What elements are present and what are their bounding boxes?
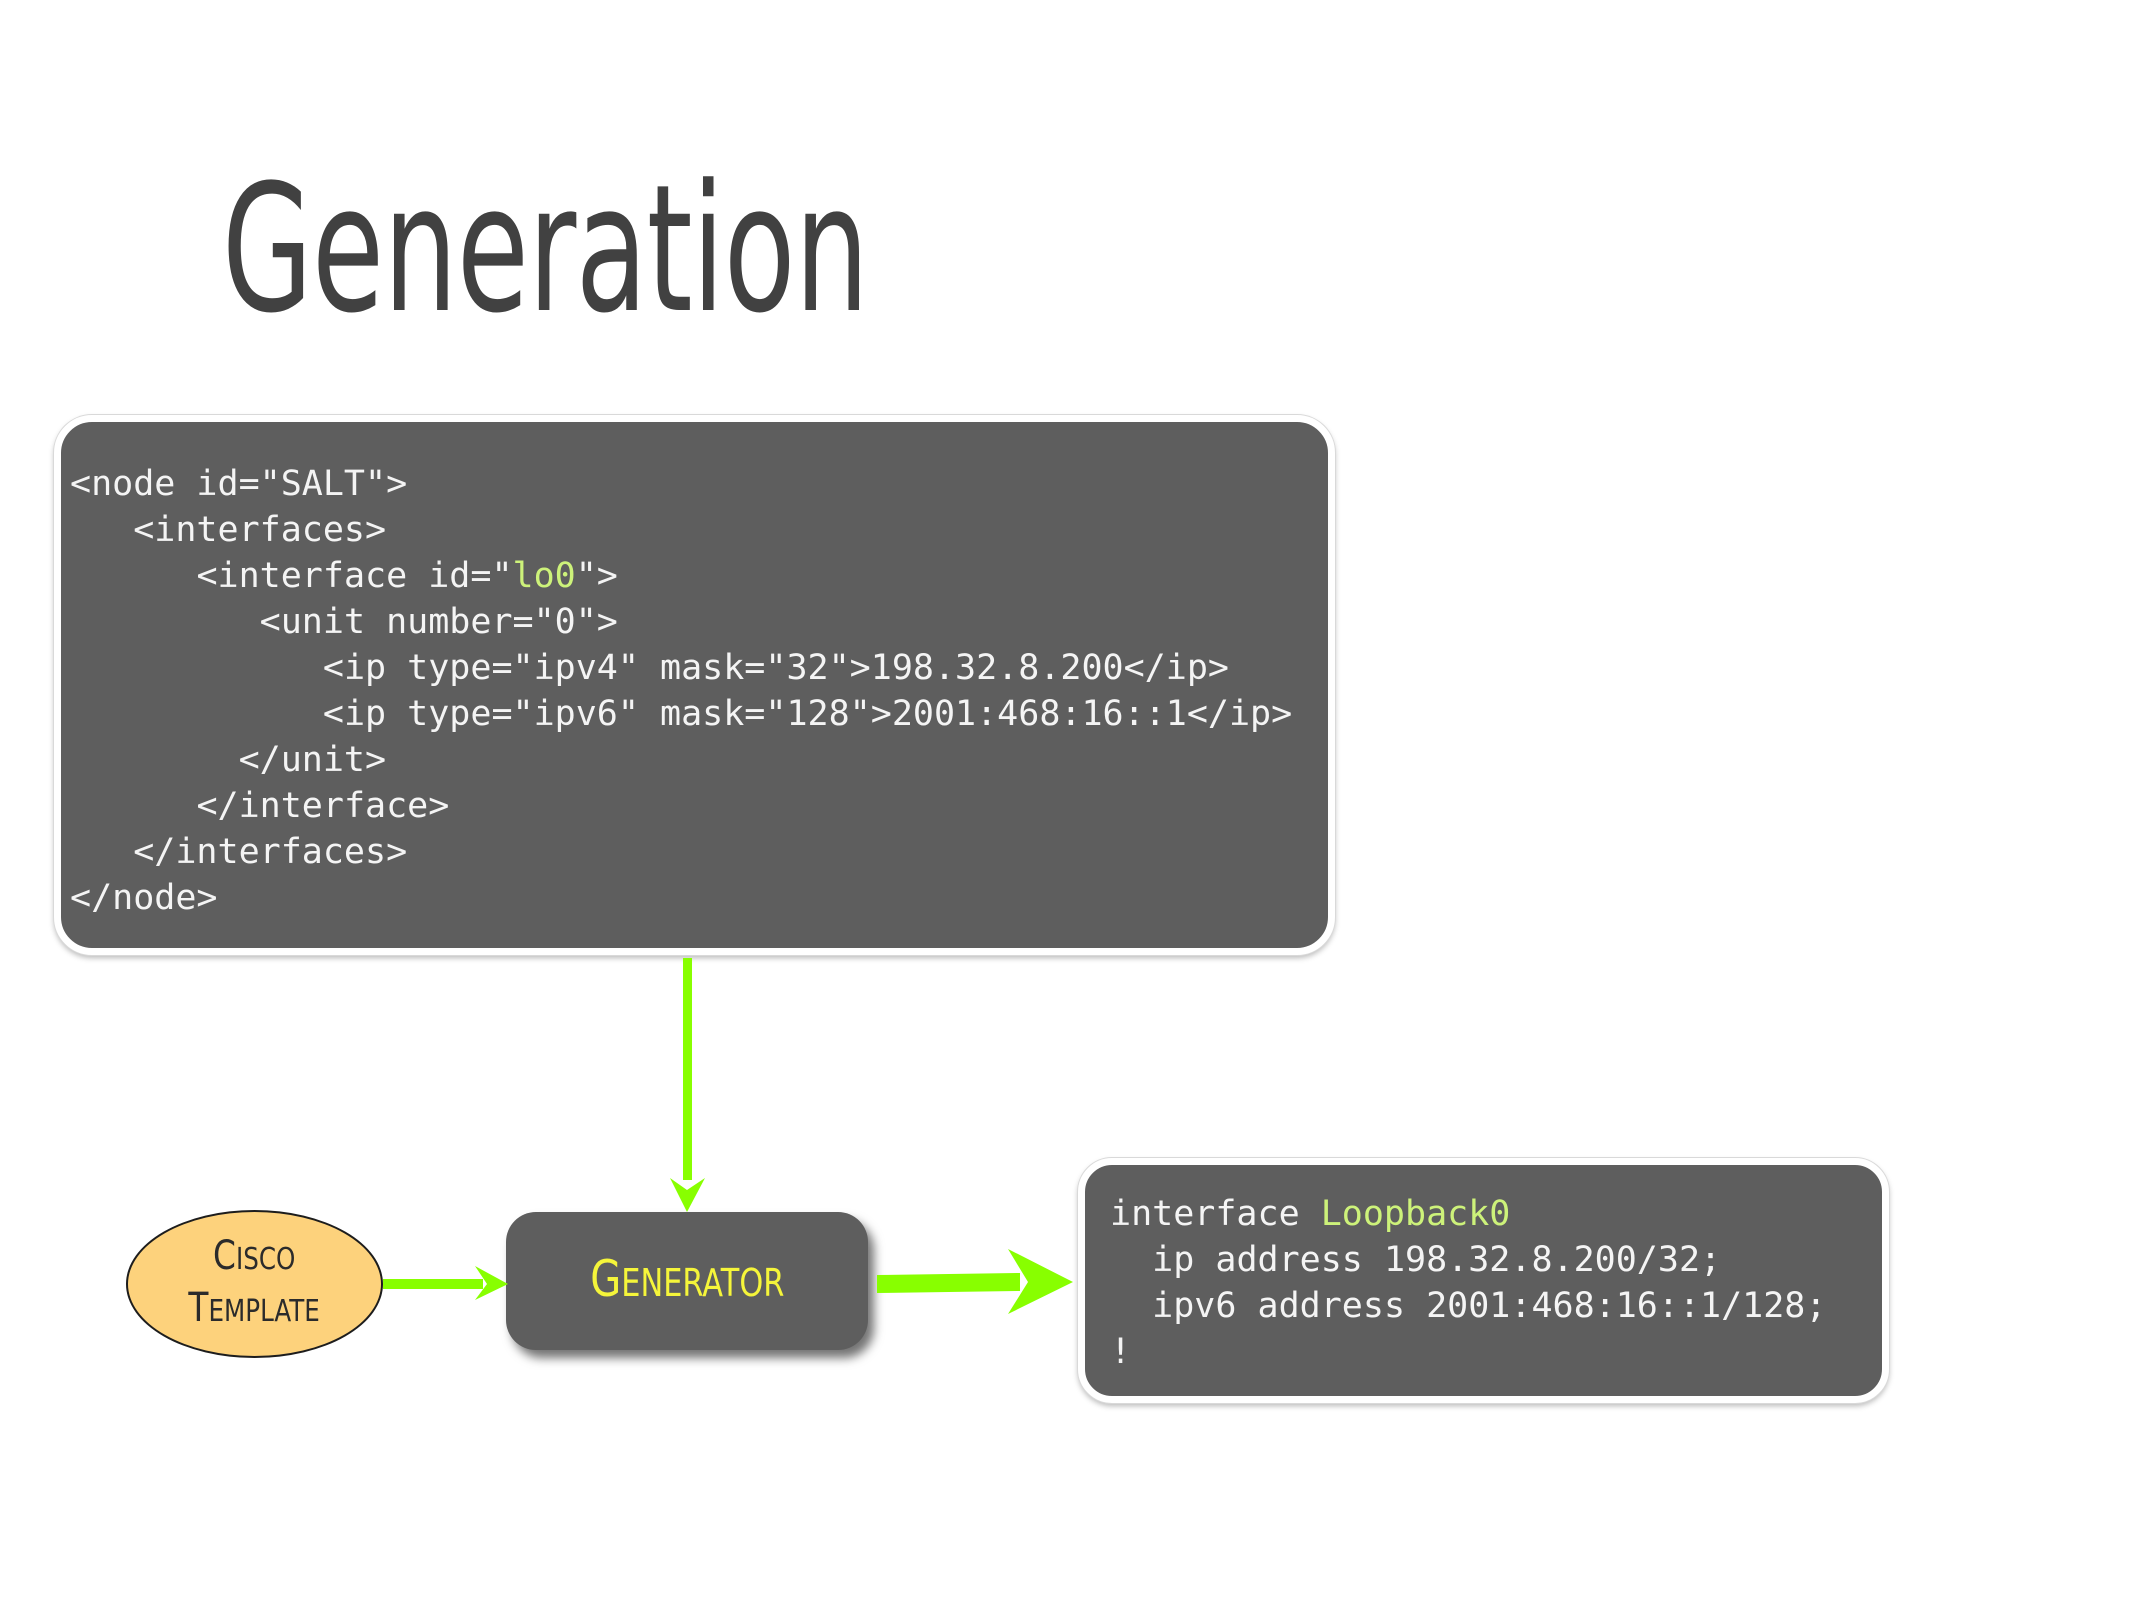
arrow-generator-to-output xyxy=(877,1249,1073,1314)
arrowhead-icon xyxy=(670,1178,705,1212)
xml-code-block: <node id="SALT"> <interfaces> <interface… xyxy=(70,461,1292,921)
xml-code-line: </node> xyxy=(70,875,1292,921)
code-text: </node> xyxy=(70,878,218,918)
code-text: <ip type="ipv6" mask="128">2001:468:16::… xyxy=(322,694,1293,734)
xml-code-line: </interface> xyxy=(70,783,1292,829)
xml-code-line: <ip type="ipv6" mask="128">2001:468:16::… xyxy=(70,691,1292,737)
code-text: "> xyxy=(575,556,618,596)
config-code-line: ! xyxy=(1110,1329,1826,1375)
generator-node: GENERATOR xyxy=(506,1212,868,1350)
xml-input-box: <node id="SALT"> <interfaces> <interface… xyxy=(54,415,1335,955)
highlighted-token: Loopback0 xyxy=(1320,1194,1511,1234)
slide-title: Generation xyxy=(222,147,869,352)
config-code-line: ipv6 address 2001:468:16::1/128; xyxy=(1110,1283,1826,1329)
xml-code-line: <unit number="0"> xyxy=(70,599,1292,645)
code-text: </unit> xyxy=(238,740,387,780)
xml-code-line: </interfaces> xyxy=(70,829,1292,875)
config-output-box: interface Loopback0 ip address 198.32.8.… xyxy=(1078,1158,1889,1403)
code-text: ip address 198.32.8.200/32; xyxy=(1152,1240,1722,1280)
arrow-template-to-generator xyxy=(383,1266,508,1300)
config-code-line: ip address 198.32.8.200/32; xyxy=(1110,1237,1826,1283)
xml-code-line: <interface id="lo0"> xyxy=(70,553,1292,599)
arrowhead-icon xyxy=(1008,1249,1073,1314)
xml-code-line: <interfaces> xyxy=(70,507,1292,553)
config-code-line: interface Loopback0 xyxy=(1110,1191,1826,1237)
cisco-template-node: CISCO TEMPLATE xyxy=(126,1210,383,1358)
xml-code-line: <ip type="ipv4" mask="32">198.32.8.200</… xyxy=(70,645,1292,691)
arrow-shaft xyxy=(383,1279,483,1289)
highlighted-token: lo0 xyxy=(512,556,576,596)
code-text: ipv6 address 2001:468:16::1/128; xyxy=(1152,1286,1827,1326)
arrow-shaft xyxy=(877,1273,1020,1293)
arrowhead-icon xyxy=(475,1266,508,1300)
arrow-xml-to-generator xyxy=(670,958,705,1212)
code-text: <node id="SALT"> xyxy=(70,464,408,504)
code-text: <interfaces> xyxy=(133,510,387,550)
code-text: ! xyxy=(1110,1332,1132,1372)
code-text: </interface> xyxy=(196,786,450,826)
xml-code-line: <node id="SALT"> xyxy=(70,461,1292,507)
code-text: </interfaces> xyxy=(133,832,408,872)
xml-code-line: </unit> xyxy=(70,737,1292,783)
template-label-line1: CISCO xyxy=(213,1233,296,1279)
code-text: interface xyxy=(1110,1194,1321,1234)
generator-label: GENERATOR xyxy=(589,1250,785,1308)
code-text: <ip type="ipv4" mask="32">198.32.8.200</… xyxy=(322,648,1229,688)
template-label-line2: TEMPLATE xyxy=(188,1285,321,1331)
code-text: <unit number="0"> xyxy=(259,602,618,642)
code-text: <interface id=" xyxy=(196,556,513,596)
arrow-shaft xyxy=(683,958,692,1180)
config-code-block: interface Loopback0 ip address 198.32.8.… xyxy=(1110,1191,1826,1375)
